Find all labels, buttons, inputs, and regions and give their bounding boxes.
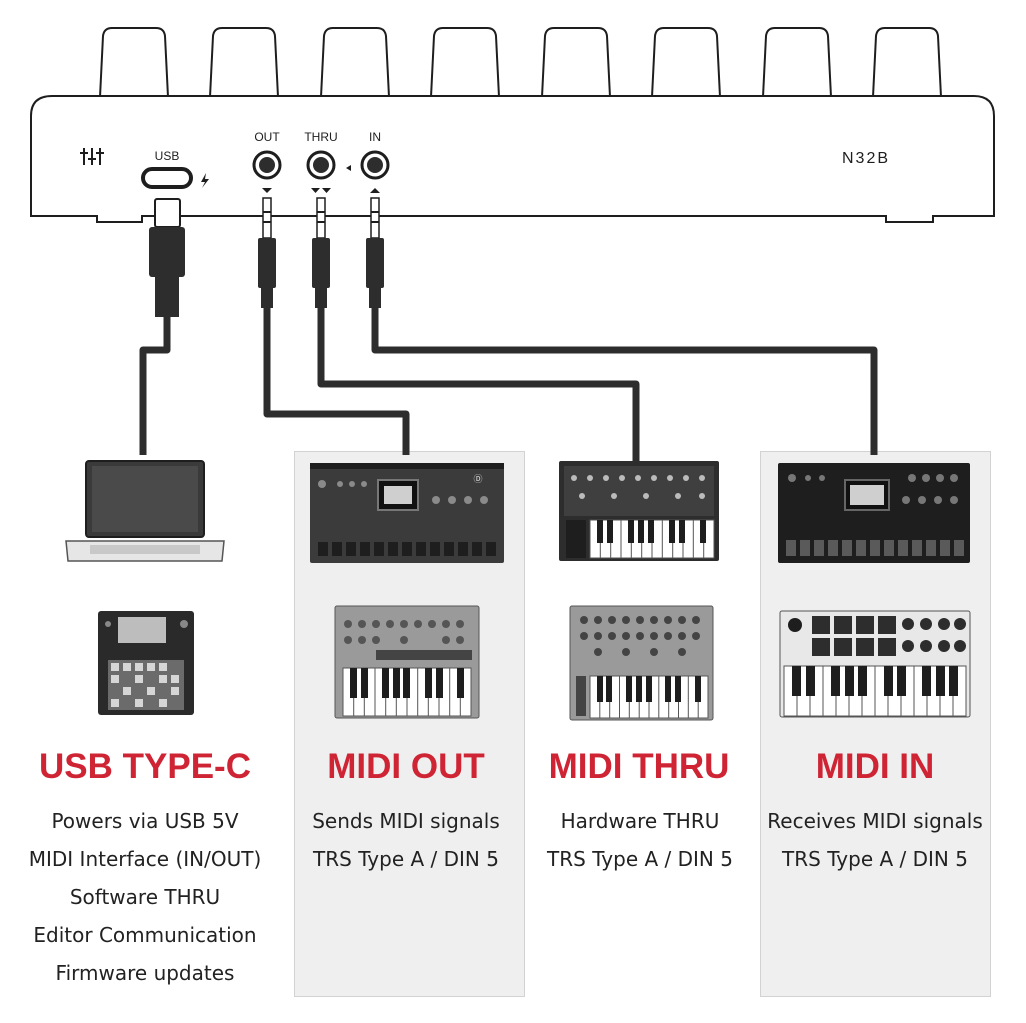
knob-4 <box>430 27 500 98</box>
groovebox-icon <box>778 463 970 563</box>
usb-line-2: MIDI Interface (IN/OUT) <box>28 847 262 871</box>
in-jack <box>360 150 390 180</box>
sliders-icon <box>80 148 104 165</box>
midi-keyboard-icon <box>779 610 971 718</box>
in-cable <box>371 305 878 455</box>
thru-link-arrow-icon <box>346 165 351 171</box>
lightning-bolt-icon <box>201 173 209 188</box>
in-port-label: IN <box>369 130 381 144</box>
knob-3 <box>320 27 390 98</box>
usbc-plug-icon <box>149 198 185 317</box>
thru-cable <box>317 305 640 462</box>
usb-line-1: Powers via USB 5V <box>51 809 239 833</box>
n32b-device <box>30 27 995 223</box>
out-line-1: Sends MIDI signals <box>312 809 500 833</box>
knob-2 <box>209 27 279 98</box>
usb-line-4: Editor Communication <box>33 923 257 947</box>
knob-8 <box>872 27 942 98</box>
svg-text:Ⓓ: Ⓓ <box>473 474 482 484</box>
usb-line-3: Software THRU <box>69 885 221 909</box>
keyboard-synth-icon <box>569 605 714 721</box>
knob-5 <box>541 27 611 98</box>
thru-trs-plug-icon <box>312 197 330 308</box>
in-trs-plug-icon <box>366 197 384 308</box>
knob-1 <box>99 27 169 98</box>
analog-synth-icon <box>559 461 719 561</box>
model-logo: N32B <box>842 150 890 167</box>
keyboard-synth-icon <box>334 605 480 719</box>
knob-7 <box>762 27 832 98</box>
laptop-icon <box>65 460 225 562</box>
out-trs-plug-icon <box>258 197 276 308</box>
enclosure <box>30 95 995 223</box>
drum-machine-icon: Ⓓ <box>310 463 504 563</box>
in-arrow-icon <box>370 188 380 193</box>
out-line-2: TRS Type A / DIN 5 <box>313 847 499 871</box>
usb-port <box>141 167 193 189</box>
pad-controller-icon <box>98 611 194 715</box>
usb-port-label: USB <box>155 149 180 163</box>
midi-in-heading: MIDI IN <box>815 747 935 786</box>
thru-arrow-icon <box>311 188 331 193</box>
thru-port-label: THRU <box>304 130 337 144</box>
usb-cable <box>139 305 171 455</box>
midi-thru-heading: MIDI THRU <box>548 747 730 786</box>
out-arrow-icon <box>262 188 272 193</box>
midi-out-heading: MIDI OUT <box>327 747 485 786</box>
thru-line-1: Hardware THRU <box>560 809 720 833</box>
out-jack <box>252 150 282 180</box>
usb-type-c-heading: USB TYPE-C <box>39 747 251 786</box>
knob-6 <box>651 27 721 98</box>
in-line-1: Receives MIDI signals <box>767 809 983 833</box>
in-line-2: TRS Type A / DIN 5 <box>782 847 968 871</box>
out-cable <box>263 305 410 455</box>
thru-jack <box>306 150 336 180</box>
out-port-label: OUT <box>254 130 280 144</box>
usb-line-5: Firmware updates <box>55 961 235 985</box>
thru-line-2: TRS Type A / DIN 5 <box>547 847 733 871</box>
